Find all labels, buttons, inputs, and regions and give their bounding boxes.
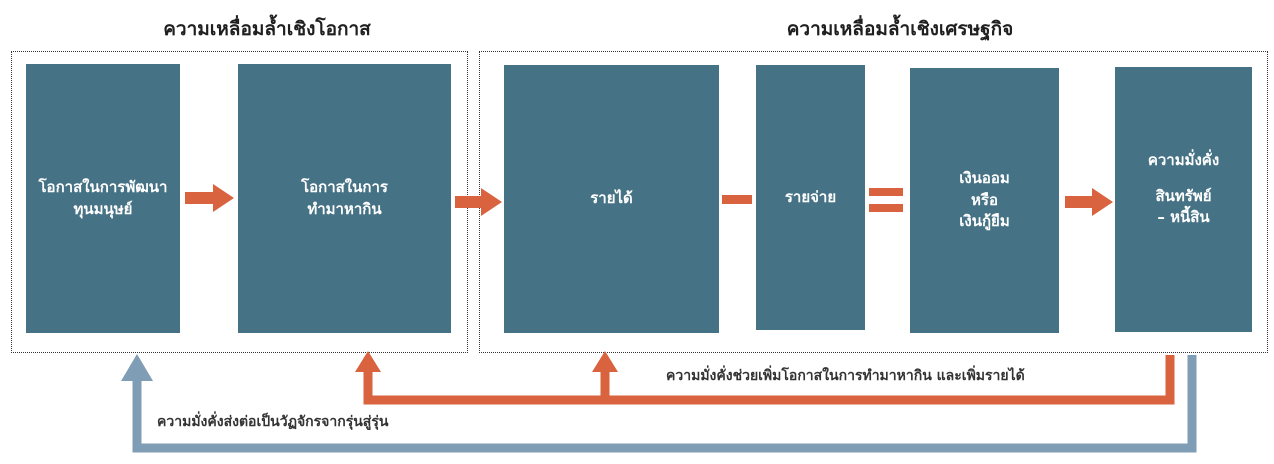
minus-icon [722, 195, 752, 204]
box-line: รายได้ [590, 189, 633, 208]
box-line: โอกาสในการ [301, 177, 388, 196]
right-arrow-icon [455, 188, 502, 216]
box-line: รายจ่าย [784, 187, 837, 206]
up-arrow-icon [355, 351, 381, 372]
box-earning-opportunity: โอกาสในการ ทำมาหากิน [238, 64, 451, 333]
box-income: รายได้ [504, 65, 719, 333]
box-line: ทุนมนุษย์ [73, 199, 133, 218]
box-line: เงินกู้ยืม [959, 212, 1010, 231]
caption-wealth-boosts-opportunity: ความมั่งคั่งช่วยเพิ่มโอกาสในการทำมาหากิน… [666, 368, 1025, 384]
box-line: สินทรัพย์ [1155, 186, 1212, 205]
up-arrow-icon [121, 354, 153, 381]
box-line: เงินออม [959, 168, 1010, 187]
equals-icon [869, 188, 903, 212]
box-line: ทำมาหากิน [307, 199, 382, 218]
caption-wealth-passed-down: ความมั่งคั่งส่งต่อเป็นวัฏจักรจากรุ่นสู่ร… [157, 414, 389, 430]
box-line: หรือ [971, 190, 998, 209]
orange-feedback-arrow [363, 355, 1175, 405]
box-line: โอกาสในการพัฒนา [38, 177, 168, 196]
box-human-capital-opportunity: โอกาสในการพัฒนา ทุนมนุษย์ [26, 64, 180, 333]
up-arrow-icon [592, 351, 618, 372]
blue-feedback-arrow [132, 355, 1197, 453]
box-title: ความมั่งคั่ง [1147, 150, 1220, 169]
right-arrow-icon [1065, 188, 1113, 216]
right-arrow-icon [185, 184, 234, 212]
heading-opportunity-inequality: ความเหลื่อมล้ำเชิงโอกาส [163, 18, 371, 40]
heading-economic-inequality: ความเหลื่อมล้ำเชิงเศรษฐกิจ [786, 18, 1014, 40]
box-savings-or-borrowing: เงินออม หรือ เงินกู้ยืม [910, 68, 1059, 333]
box-wealth: ความมั่งคั่ง สินทรัพย์ – หนี้สิน [1115, 67, 1252, 332]
box-line: – หนี้สิน [1157, 208, 1210, 227]
box-expenses: รายจ่าย [756, 65, 865, 330]
